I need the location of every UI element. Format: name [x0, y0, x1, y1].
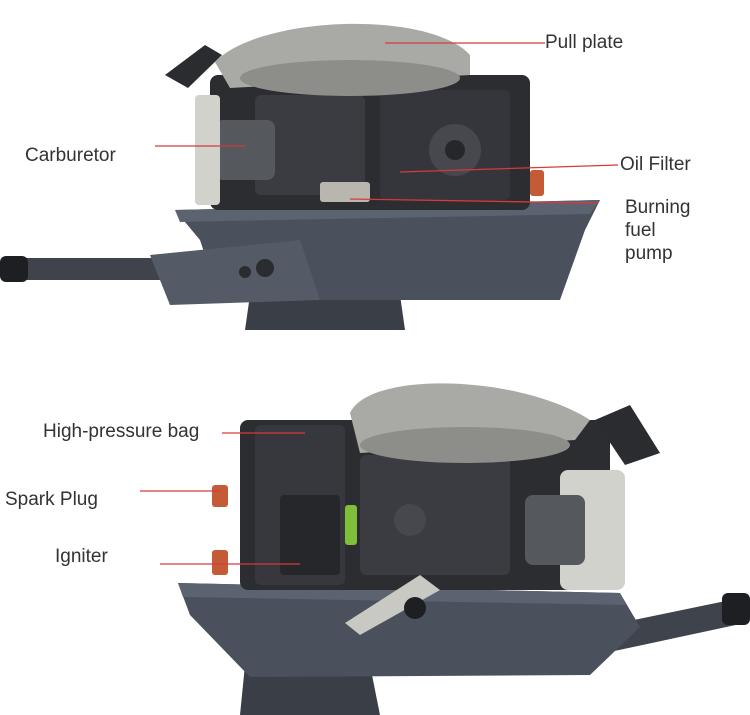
label-carburetor: Carburetor	[25, 145, 116, 166]
label-burning-fuel-pump-line3: pump	[625, 242, 673, 264]
label-oil-filter: Oil Filter	[620, 154, 691, 175]
label-high-pressure-bag: High-pressure bag	[43, 421, 200, 442]
engine-illustration-bottom	[140, 383, 750, 715]
label-igniter: Igniter	[55, 546, 108, 567]
label-burning-fuel-pump: Burning fuel pump	[625, 197, 691, 265]
engine-photo-bottom: High-pressure bag Spark Plug Igniter	[0, 365, 750, 715]
label-burning-fuel-pump-line2: fuel	[625, 219, 656, 241]
label-pull-plate: Pull plate	[545, 32, 624, 53]
engine-illustration-top	[0, 23, 619, 330]
label-spark-plug: Spark Plug	[5, 489, 98, 510]
engine-photo-top: Pull plate Carburetor Oil Filter Burning…	[0, 0, 750, 330]
label-burning-fuel-pump-line1: Burning	[625, 197, 691, 218]
